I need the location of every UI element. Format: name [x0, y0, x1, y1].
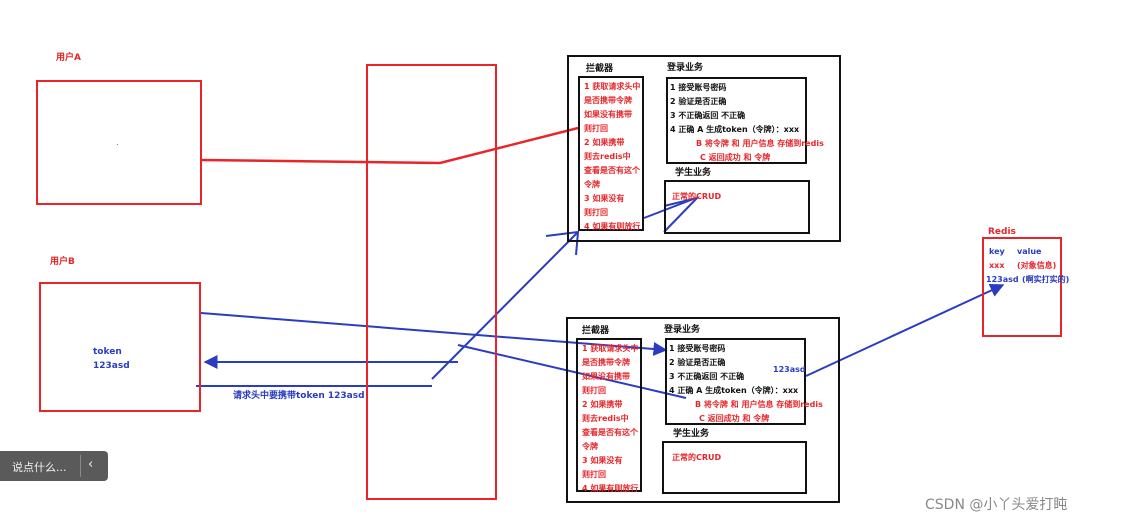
redis-row2-value: (啊实打实的): [1022, 275, 1070, 284]
user-a-dot: .: [116, 138, 119, 147]
top-arrow-head: [545, 230, 580, 256]
top-login-line: 4 正确 A 生成token（令牌）：xxx: [670, 125, 800, 134]
redis-row1-key: xxx: [989, 261, 1005, 270]
bottom-login-box: 1 接受账号密码 2 验证是否正确 3 不正确返回 不正确 4 正确 A 生成t…: [665, 338, 823, 425]
top-interceptor-line: 查看是否有这个: [584, 166, 640, 175]
top-interceptor-line: 则去redis中: [584, 152, 631, 161]
bottom-student-box: 正常的CRUD: [662, 441, 807, 494]
top-interceptor-line: 则打回: [584, 208, 608, 217]
bottom-login-line: 4 正确 A 生成token（令牌）：xxx: [669, 386, 799, 395]
bottom-server-box: [566, 317, 840, 503]
gateway-column: [366, 64, 497, 500]
top-interceptor-line: 是否携带令牌: [584, 96, 632, 105]
bottom-interceptor-line: 查看是否有这个: [582, 428, 638, 437]
top-login-line: 3 不正确返回 不正确: [670, 111, 746, 120]
redis-key-header: key: [989, 247, 1005, 256]
top-interceptor-line: 3 如果没有: [584, 194, 625, 203]
user-a-label: 用户A: [56, 53, 81, 63]
top-interceptor-line: 1 获取请求头中: [584, 82, 641, 91]
bottom-interceptor-box: 1 获取请求头中 是否携带令牌 如果没有携带 则打回 2 如果携带 则去redi…: [576, 338, 642, 493]
top-interceptor-line: 2 如果携带: [584, 138, 625, 147]
top-login-line: 1 接受账号密码: [670, 83, 727, 92]
bottom-interceptor-line: 如果没有携带: [582, 372, 630, 381]
bottom-login-line: 1 接受账号密码: [669, 344, 726, 353]
top-student-box: 正常的CRUD: [664, 180, 810, 234]
request-note: 请求头中要携带token 123asd: [233, 391, 365, 401]
bottom-interceptor-line: 4 如果有则放行: [582, 484, 639, 493]
bottom-interceptor-title: 拦截器: [582, 326, 610, 336]
top-interceptor-line: 4 如果有则放行: [584, 222, 641, 231]
bottom-interceptor-line: 则去redis中: [582, 414, 629, 423]
top-interceptor-line: 如果没有携带: [584, 110, 632, 119]
bottom-login-line: 2 验证是否正确: [669, 358, 726, 367]
gateway-to-top-interceptor: [431, 231, 579, 380]
student-arrow-head: [663, 196, 701, 233]
top-interceptor-box: 1 获取请求头中 是否携带令牌 如果没有携带 则打回 2 如果携带 则去redi…: [578, 76, 644, 231]
bottom-login-token-tag: 123asd: [773, 365, 806, 374]
user-a-box: .: [36, 80, 202, 205]
bottom-interceptor-line: 令牌: [582, 442, 598, 451]
bottom-login-line-red: C 返回成功 和 令牌: [699, 414, 770, 423]
bottom-interceptor-line: 则打回: [582, 386, 606, 395]
user-b-token-label: token: [93, 347, 122, 357]
user-b-token-value: 123asd: [93, 361, 130, 371]
bottom-login-line-red: B 将令牌 和 用户信息 存储到redis: [695, 400, 823, 409]
top-server-box: [567, 55, 841, 242]
bottom-interceptor-line: 则打回: [582, 470, 606, 479]
user-a-request-line: [200, 126, 579, 165]
chevron-left-icon[interactable]: ‹: [88, 457, 94, 472]
top-login-line-red: C 返回成功 和 令牌: [700, 153, 771, 162]
redis-title: Redis: [988, 227, 1016, 237]
bottom-interceptor-line: 2 如果携带: [582, 400, 623, 409]
top-interceptor-title: 拦截器: [586, 64, 614, 74]
redis-value-header: value: [1017, 247, 1042, 256]
top-interceptor-line: 令牌: [584, 180, 600, 189]
top-login-line: 2 验证是否正确: [670, 97, 727, 106]
comment-divider: [80, 455, 81, 477]
top-student-text: 正常的CRUD: [672, 192, 722, 201]
bottom-student-title: 学生业务: [673, 429, 710, 439]
bottom-login-title: 登录业务: [664, 325, 701, 335]
top-interceptor-line: 则打回: [584, 124, 608, 133]
top-login-box: 1 接受账号密码 2 验证是否正确 3 不正确返回 不正确 4 正确 A 生成t…: [666, 77, 824, 164]
redis-row1-value: (对象信息): [1017, 261, 1057, 270]
bottom-interceptor-line: 1 获取请求头中: [582, 344, 639, 353]
comment-pill[interactable]: 说点什么... ‹: [0, 451, 108, 481]
redis-row2-key: 123asd: [986, 275, 1019, 284]
user-b-label: 用户B: [50, 257, 75, 267]
bottom-login-line: 3 不正确返回 不正确: [669, 372, 745, 381]
redis-box: key value xxx (对象信息) 123asd (啊实打实的): [982, 237, 1069, 337]
watermark: CSDN @小丫头爱打盹: [925, 497, 1068, 513]
user-b-login-line: [200, 312, 668, 356]
top-login-line-red: B 将令牌 和 用户信息 存储到redis: [696, 139, 824, 148]
bottom-interceptor-line: 是否携带令牌: [582, 358, 630, 367]
comment-placeholder[interactable]: 说点什么...: [12, 461, 67, 474]
bottom-student-text: 正常的CRUD: [672, 453, 722, 462]
top-student-title: 学生业务: [675, 168, 712, 178]
bottom-interceptor-line: 3 如果没有: [582, 456, 623, 465]
user-b-box: token 123asd: [39, 282, 201, 412]
top-login-title: 登录业务: [667, 63, 704, 73]
